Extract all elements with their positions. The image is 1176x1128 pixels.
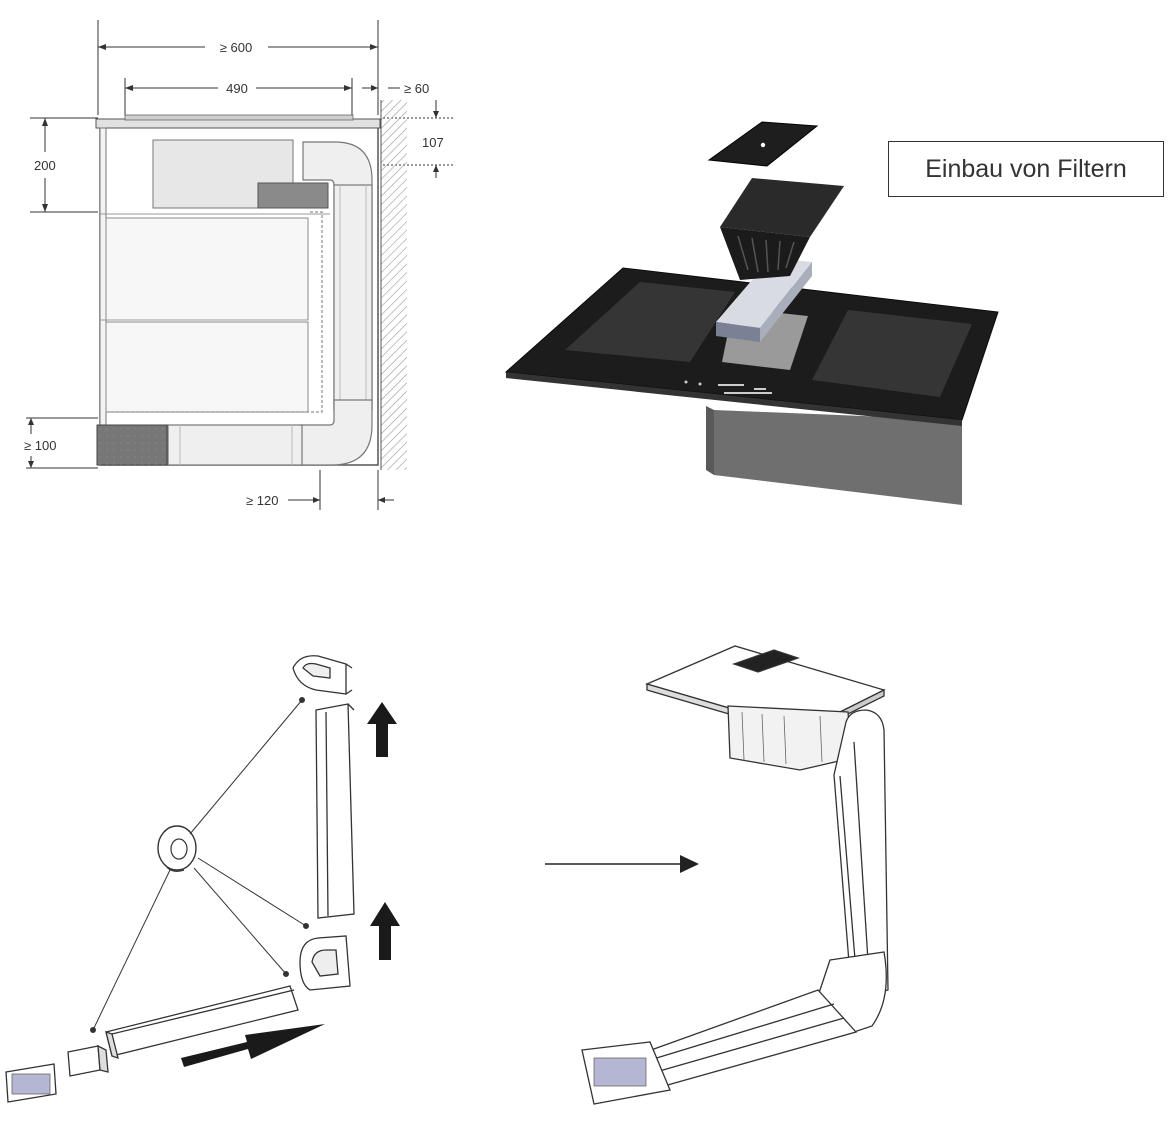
tape-roll-icon [157, 825, 197, 872]
duct-vertical-part [315, 703, 355, 919]
cooking-zone-right [812, 310, 972, 397]
caption-filter-installation: Einbau von Filtern [888, 141, 1164, 197]
duct-plinth [167, 424, 303, 466]
dimension-top-height: 200 [30, 117, 98, 213]
hob-filter-illustration [504, 121, 999, 505]
duct-bend-bottom [299, 399, 373, 466]
direction-arrows [181, 702, 400, 1067]
duct-adapter [67, 1045, 101, 1077]
label-hob-width: 490 [226, 81, 248, 96]
duct-horizontal-assembled [638, 989, 858, 1087]
duct-assembled-view [581, 645, 889, 1105]
drawer-upper [105, 217, 309, 321]
leader-lines [90, 697, 309, 1033]
drawer-lower [105, 321, 309, 413]
label-plinth-height: ≥ 100 [24, 438, 56, 453]
assembly-arrow [545, 855, 699, 873]
dimension-plinth-height: ≥ 100 [24, 417, 98, 469]
label-top-height: 200 [34, 158, 56, 173]
arrow-up-icon [370, 902, 400, 960]
duct-exploded-view [5, 655, 400, 1103]
front-panel [99, 127, 107, 466]
dimension-total-width: ≥ 600 [97, 20, 379, 115]
label-total-width: ≥ 600 [220, 40, 252, 55]
arrow-right-icon [680, 855, 699, 873]
hob-controls [684, 380, 772, 394]
dimension-hob-width: 490 [124, 78, 353, 115]
label-duct-offset: 107 [422, 135, 444, 150]
label-rear-gap: ≥ 120 [246, 493, 278, 508]
arrow-right-icon [181, 1024, 325, 1067]
cooking-zone-left [565, 282, 735, 362]
extraction-unit [727, 705, 853, 771]
hob-glass [124, 114, 354, 121]
fan-motor [257, 182, 329, 209]
filter-basket [720, 178, 844, 237]
label-wall-gap: ≥ 60 [404, 81, 429, 96]
arrow-up-icon [367, 702, 397, 757]
dimension-rear-gap: ≥ 120 [246, 470, 394, 510]
wall [381, 100, 407, 470]
section-drawing: ≥ 600 490 ≥ 60 200 [24, 20, 455, 510]
dimension-wall-gap: ≥ 60 [362, 81, 429, 96]
hob-housing [714, 410, 962, 505]
